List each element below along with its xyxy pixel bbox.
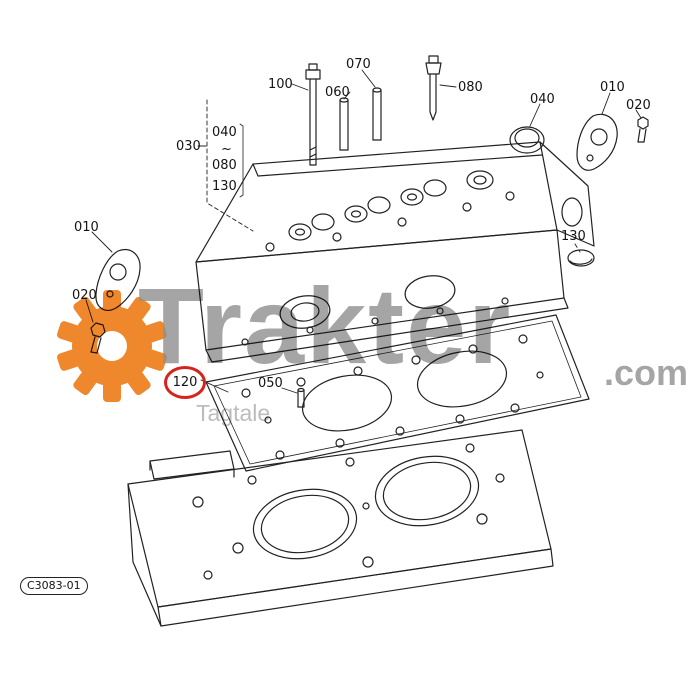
- cap-040-drawing: [509, 126, 545, 154]
- head-gasket-drawing: [205, 314, 590, 472]
- stud-070-drawing: [372, 87, 382, 141]
- bracket-item-040: 040: [212, 125, 237, 140]
- stud-060-drawing: [339, 97, 349, 151]
- part-label-130-right: 130: [561, 229, 586, 244]
- part-label-050: 050: [258, 376, 283, 391]
- part-label-100: 100: [268, 77, 293, 92]
- hanger-010-left-drawing: [95, 249, 141, 311]
- part-label-010-left: 010: [74, 220, 99, 235]
- bolt-020-right-drawing: [637, 116, 649, 143]
- part-label-030: 030: [176, 139, 201, 154]
- part-label-120: 120: [172, 375, 198, 390]
- part-label-020-left: 020: [72, 288, 97, 303]
- bolt-020-left-drawing: [90, 322, 106, 354]
- bracket-tilde: ~: [221, 142, 232, 157]
- cap-130-drawing: [567, 249, 595, 267]
- part-label-010-top-right: 010: [600, 80, 625, 95]
- bracket-item-080: 080: [212, 158, 237, 173]
- part-label-080: 080: [458, 80, 483, 95]
- hanger-010-right-drawing: [576, 113, 618, 171]
- part-label-060: 060: [325, 85, 350, 100]
- part-label-070: 070: [346, 57, 371, 72]
- highlight-circle-120: 120: [164, 366, 206, 399]
- sensor-080-drawing: [425, 55, 442, 121]
- part-label-040-top: 040: [530, 92, 555, 107]
- cylinder-head-drawing: [195, 141, 595, 363]
- bolt-100-drawing: [305, 63, 321, 166]
- part-label-020-top-right: 020: [626, 98, 651, 113]
- diagram-code: C3083-01: [20, 577, 88, 595]
- engine-block-drawing: [127, 429, 554, 627]
- bracket-item-130: 130: [212, 179, 237, 194]
